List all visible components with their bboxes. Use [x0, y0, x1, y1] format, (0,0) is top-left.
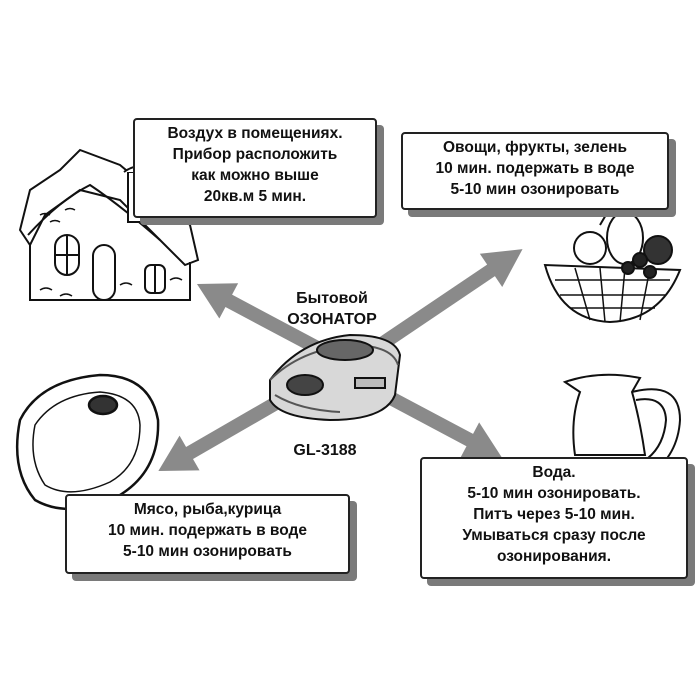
callout-water: Вода. 5-10 мин озонировать. Питъ через 5…: [420, 457, 688, 579]
callout-vegetables-line-3: 5-10 мин озонировать: [450, 181, 620, 198]
callout-water-line-2: 5-10 мин озонировать.: [467, 485, 641, 502]
callout-vegetables-line-1: Овощи, фрукты, зелень: [443, 139, 627, 156]
callout-vegetables-line-2: 10 мин. подержать в воде: [435, 160, 635, 177]
callout-meat-line-2: 10 мин. подержать в воде: [108, 522, 307, 539]
callout-meat-line-3: 5-10 мин озонировать: [123, 543, 292, 560]
callout-water-line-4: Умываться сразу после: [462, 527, 646, 544]
device-title: Бытовой ОЗОНАТОР: [262, 288, 402, 330]
callout-water-line-3: Питъ через 5-10 мин.: [473, 506, 635, 523]
ozonator-device-icon: [269, 333, 402, 422]
device-model: GL-3188: [293, 442, 357, 459]
arrow-to-fruits: [366, 249, 523, 358]
callout-air-line-4: 20кв.м 5 мин.: [203, 188, 307, 205]
meat-steak-icon: [15, 373, 160, 511]
arrow-to-water: [381, 388, 502, 458]
callout-air-line-1: Воздух в помещениях.: [167, 125, 343, 142]
callout-air-line-3: как можно выше: [191, 167, 319, 184]
callout-air-line-2: Прибор расположить: [172, 146, 338, 163]
arrow-to-meat: [158, 388, 294, 471]
device-title-line-1: Бытовой: [296, 290, 368, 307]
callout-water-line-1: Вода.: [532, 464, 576, 481]
fruit-basket-icon: [543, 199, 682, 324]
callout-air: Воздух в помещениях. Прибор расположить …: [133, 118, 377, 218]
callout-meat: Мясо, рыба,курица 10 мин. подержать в во…: [65, 494, 350, 574]
callout-water-line-5: озонирования.: [496, 548, 612, 565]
callout-meat-line-1: Мясо, рыба,курица: [133, 501, 282, 518]
device-title-line-2: ОЗОНАТОР: [287, 311, 377, 328]
callout-vegetables: Овощи, фрукты, зелень 10 мин. подержать …: [401, 132, 669, 210]
